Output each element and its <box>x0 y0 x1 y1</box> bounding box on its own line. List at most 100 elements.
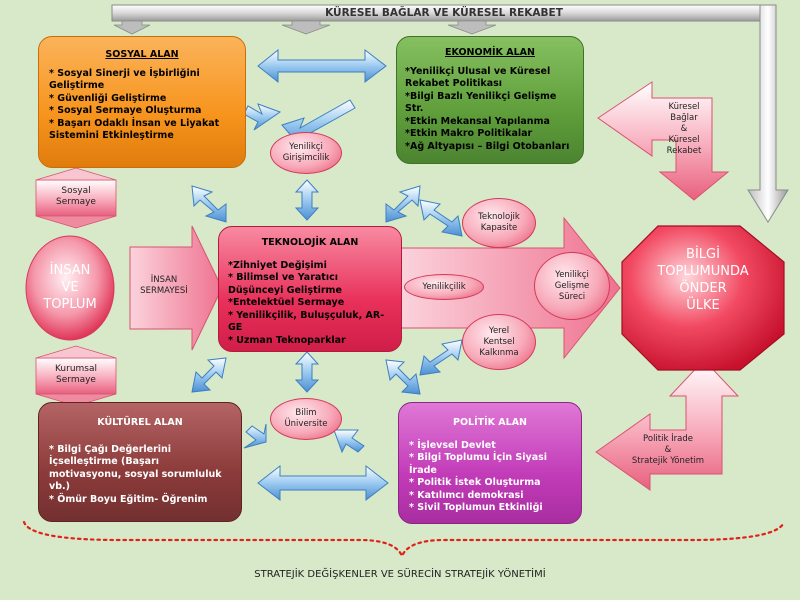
arrow-kurumsal-sermaye <box>35 345 117 407</box>
oval-line: Üniversite <box>284 419 328 429</box>
kuresel-arrow-line: Küresel <box>668 135 700 145</box>
ekonomik-alan-title: EKONOMİK ALAN <box>445 47 535 58</box>
list-item: * İşlevsel Devlet <box>409 439 496 451</box>
arrow-girisimcilik-sosyal <box>243 103 282 131</box>
list-item: * Bilgi Toplumu İçin Siyasi İrade <box>409 452 548 476</box>
teknolojik-alan-list: *Zihniyet Değişimi * Bilimsel ve Yaratıc… <box>228 260 392 348</box>
bilgi-toplumu-octagon <box>621 225 785 371</box>
bilgi-toplumu-label: BİLGİ TOPLUMUNDA ÖNDER ÜLKE <box>622 246 784 314</box>
oval-line: Gelişme <box>554 280 590 291</box>
list-item: * Ömür Boyu Eğitim- Öğrenim <box>49 493 208 505</box>
sosyal-sermaye-label: Sosyal Sermaye <box>36 186 116 208</box>
list-item: * Bilimsel ve Yaratıcı Düşünceyi Gelişti… <box>228 272 342 296</box>
ekonomik-alan-list: *Yenilikçi Ulusal ve Küresel Rekabet Pol… <box>405 66 575 154</box>
footer-title: STRATEJİK DEĞİŞKENLER VE SÜRECİN STRATEJ… <box>254 569 546 580</box>
oval-line: Bilim <box>295 408 317 418</box>
arrow-girisimcilik-teknolojik <box>294 179 320 221</box>
insan-toplum-line: VE <box>61 280 79 295</box>
insan-toplum-circle <box>25 235 115 341</box>
bilgi-toplumu-line: BİLGİ <box>686 247 720 262</box>
sosyal-sermaye-line: Sosyal <box>61 186 91 196</box>
list-item: * Bilgi Çağı Değerlerini İçselleştirme (… <box>49 443 222 493</box>
politik-arrow-line: Stratejik Yönetim <box>631 456 705 466</box>
yenilikci-girisimcilik-oval: Yenilikçi Girişimcilik <box>270 132 342 174</box>
sosyal-alan-list: * Sosyal Sinerji ve İşbirliğini Geliştir… <box>49 68 235 143</box>
sosyal-alan-title: SOSYAL ALAN <box>105 49 179 60</box>
kurumsal-sermaye-line: Sermaye <box>56 375 96 385</box>
insan-toplum-label: İNSAN VE TOPLUM <box>26 262 114 313</box>
bilim-universite-oval: Bilim Üniversite <box>270 398 342 440</box>
arrow-kulturel-politik <box>257 464 389 502</box>
list-item: * Sosyal Sermaye Oluşturma <box>49 105 202 116</box>
oval-line: Kapasite <box>480 223 518 233</box>
oval-line: Yenilikçi <box>289 142 323 152</box>
politik-irade-label: Politik İrade & Stratejik Yönetim <box>618 434 718 467</box>
oval-line: Yenilikçi <box>555 269 589 280</box>
list-item: * Yenilikçilik, Buluşçuluk, AR-GE <box>228 309 385 334</box>
insan-sermayesi-line: SERMAYESİ <box>140 286 188 296</box>
insan-toplum-line: TOPLUM <box>43 297 97 312</box>
oval-line: Kentsel <box>483 336 515 347</box>
list-item: *Etkin Mekansal Yapılanma <box>405 115 550 127</box>
bilgi-toplumu-line: ÖNDER <box>679 281 727 296</box>
kuresel-baglar-label: Küresel Bağlar & Küresel Rekabet <box>656 102 712 157</box>
list-item: *Yenilikçi Ulusal ve Küresel Rekabet Pol… <box>405 65 551 90</box>
oval-line: Teknolojik <box>478 212 520 222</box>
arrow-politik-teknolojik-diag <box>385 359 421 395</box>
kuresel-banner-arrow <box>111 4 789 223</box>
kulturel-alan-box: KÜLTÜREL ALAN * Bilgi Çağı Değerlerini İ… <box>38 402 242 522</box>
list-item: * Sivil Toplumun Etkinliği <box>409 502 543 513</box>
sosyal-sermaye-line: Sermaye <box>56 197 96 207</box>
insan-sermayesi-label: İNSAN SERMAYESİ <box>134 275 194 297</box>
yerel-kalkinma-oval: Yerel Kentsel Kalkınma <box>462 314 536 370</box>
list-item: *Entelektüel Sermaye <box>228 297 345 308</box>
kuresel-arrow-line: Küresel <box>668 102 700 112</box>
kurumsal-sermaye-line: Kurumsal <box>54 364 98 374</box>
kuresel-arrow-line: & <box>680 124 688 134</box>
oval-line: Yerel <box>488 325 510 336</box>
kulturel-alan-list: * Bilgi Çağı Değerlerini İçselleştirme (… <box>49 444 231 507</box>
teknolojik-alan-title: TEKNOLOJİK ALAN <box>261 237 359 248</box>
list-item: *Bilgi Bazlı Yenilikçi Gelişme Str. <box>405 90 557 115</box>
list-item: * Uzman Teknoparklar <box>228 334 346 346</box>
arrow-teknolojik-yerel <box>419 339 463 376</box>
footer-dotted-bracket <box>22 520 786 559</box>
oval-line: Süreci <box>558 291 586 302</box>
oval-line: Kalkınma <box>479 347 519 358</box>
arrow-teknolojik-kapasite <box>419 199 463 237</box>
arrow-bilim-politik <box>333 429 365 454</box>
list-item: *Etkin Makro Politikalar <box>405 128 533 139</box>
arrow-sosyal-ekonomik <box>257 48 387 84</box>
arrow-sosyal-teknolojik-diag <box>191 185 227 223</box>
list-item: * Sosyal Sinerji ve İşbirliğini Geliştir… <box>49 67 200 92</box>
yenilikcilik-oval: Yenilikçilik <box>404 274 484 300</box>
kulturel-alan-title: KÜLTÜREL ALAN <box>97 417 183 428</box>
bilgi-toplumu-line: TOPLUMUNDA <box>657 264 749 279</box>
politik-arrow-line: Politik İrade <box>643 434 693 444</box>
politik-alan-title: POLİTİK ALAN <box>452 417 528 428</box>
kuresel-arrow-line: Rekabet <box>666 146 702 156</box>
arrow-kuresel-baglar <box>597 81 730 201</box>
politik-alan-box: POLİTİK ALAN * İşlevsel Devlet * Bilgi T… <box>398 402 582 524</box>
list-item: * Katılımcı demokrasi <box>409 489 524 501</box>
kuresel-banner-label: KÜRESEL BAĞLAR VE KÜRESEL REKABET <box>325 7 563 19</box>
ekonomik-alan-box: EKONOMİK ALAN *Yenilikçi Ulusal ve Küres… <box>396 36 584 164</box>
yenilikci-gelisme-oval: Yenilikçi Gelişme Süreci <box>534 252 610 320</box>
politik-alan-list: * İşlevsel Devlet * Bilgi Toplumu İçin S… <box>409 440 571 515</box>
list-item: * Politik İstek Oluşturma <box>409 477 541 488</box>
arrow-politik-irade <box>595 359 740 491</box>
sosyal-alan-box: SOSYAL ALAN * Sosyal Sinerji ve İşbirliğ… <box>38 36 246 168</box>
politik-arrow-line: & <box>664 445 672 455</box>
insan-toplum-line: İNSAN <box>49 263 91 278</box>
list-item: *Zihniyet Değişimi <box>228 259 327 271</box>
insan-sermayesi-line: İNSAN <box>150 275 178 285</box>
arrow-teknolojik-bilim <box>294 351 320 393</box>
list-item: * Güvenliği Geliştirme <box>49 92 167 104</box>
oval-line: Yenilikçilik <box>422 281 466 292</box>
bilgi-toplumu-line: ÜLKE <box>686 298 720 313</box>
arrow-ekonomik-teknolojik-diag <box>385 185 421 223</box>
arrow-sosyal-sermaye <box>35 167 117 229</box>
kuresel-arrow-line: Bağlar <box>670 113 698 123</box>
